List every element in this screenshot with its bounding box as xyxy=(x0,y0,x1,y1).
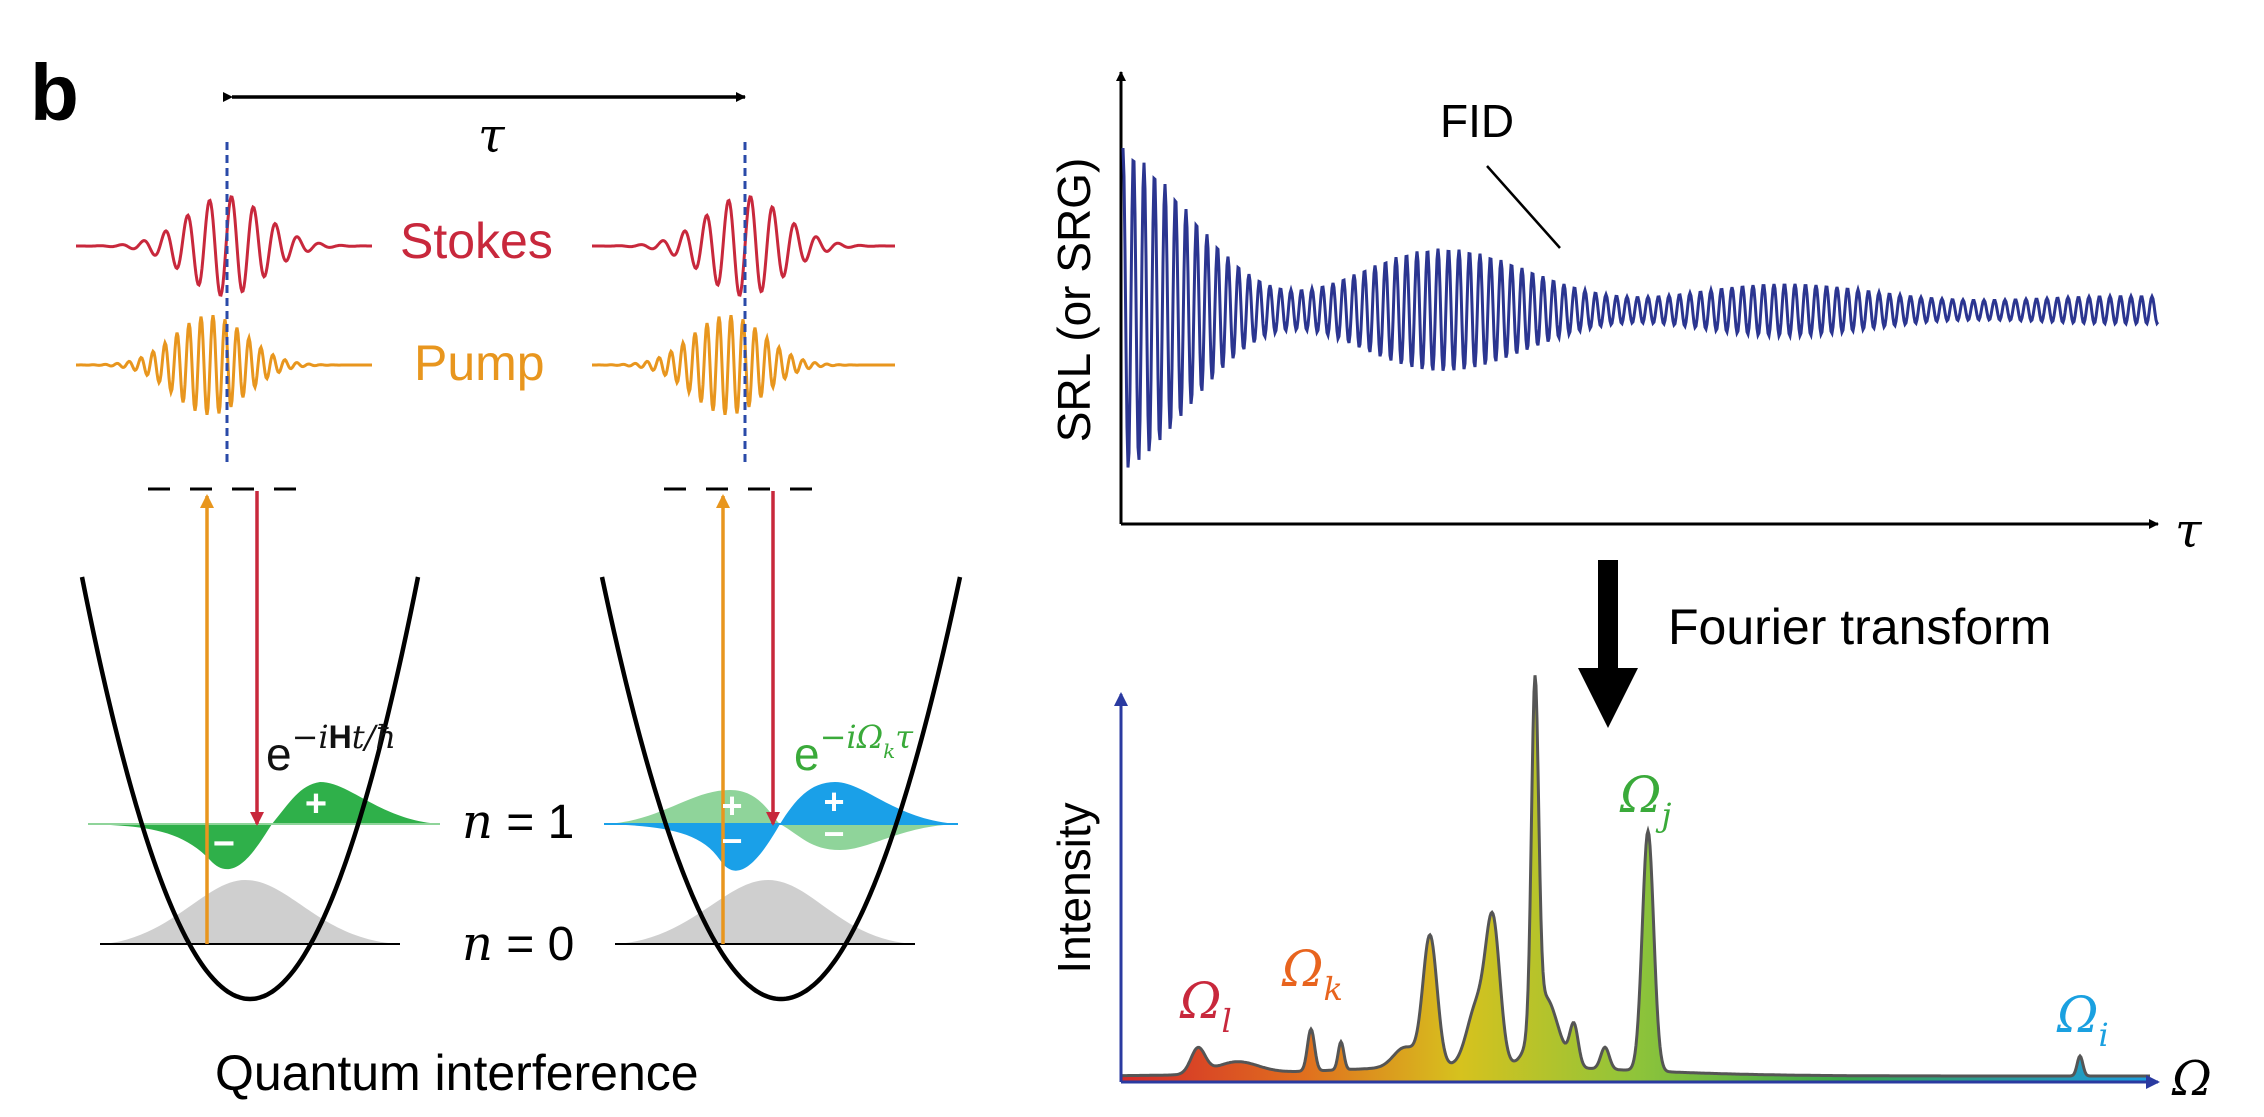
spectrum-y-axis-label: Intensity xyxy=(1048,802,1100,973)
excited-wavefunction-right-blue-neg xyxy=(604,824,780,871)
peak-label-j: Ωj xyxy=(1619,766,1671,834)
peak-label-l: Ωl xyxy=(1179,972,1232,1040)
potential-well-left xyxy=(79,576,421,1002)
spectrum-fill xyxy=(1121,675,2150,1081)
fid-annotation-leader xyxy=(1486,165,1561,249)
pump-pulse-right xyxy=(592,314,895,416)
fid-y-axis-label: SRL (or SRG) xyxy=(1048,158,1100,443)
excited-wavefunction-right-blue-pos xyxy=(780,782,958,824)
fid-trace xyxy=(1121,147,2160,468)
sign-minus-left: − xyxy=(213,823,235,865)
sign-plus-left: + xyxy=(305,783,327,825)
fourier-transform-arrow xyxy=(1578,560,1638,728)
pump-pulse-left xyxy=(76,314,372,416)
level-n0-label: n = 0 xyxy=(462,916,574,972)
stokes-label: Stokes xyxy=(400,213,553,269)
stokes-pulse-left xyxy=(76,195,372,297)
peak-label-i: Ωi xyxy=(2056,986,2109,1054)
ground-state-wavefunction-left xyxy=(100,880,400,944)
ground-state-wavefunction-right xyxy=(615,880,915,944)
potential-well-right xyxy=(599,576,963,1002)
sign-minus-right-1: − xyxy=(721,820,742,861)
excited-wavefunction-right-lightgreen-pos xyxy=(604,790,780,824)
level-n1-label: n = 1 xyxy=(462,794,574,850)
sign-plus-right-1: + xyxy=(721,785,742,826)
delay-symbol: τ xyxy=(478,108,506,164)
time-evolution-operator: e−iHt/ħ xyxy=(266,718,396,780)
sign-minus-right-2: − xyxy=(823,813,844,854)
spectrum-x-axis-label: Ω xyxy=(2171,1051,2212,1107)
pump-label: Pump xyxy=(414,335,545,391)
fid-x-axis-label: τ xyxy=(2175,503,2203,559)
excited-wavefunction-left-positive xyxy=(272,782,440,824)
excited-wavefunction-right-lightgreen-neg xyxy=(780,824,958,850)
spectrum-line xyxy=(1121,675,2150,1078)
sign-plus-right-2: + xyxy=(823,781,844,822)
peak-label-k: Ωk xyxy=(1281,940,1343,1008)
left-caption: Quantum interference xyxy=(215,1045,699,1101)
fourier-transform-label: Fourier transform xyxy=(1668,599,2051,655)
phase-factor: e−iΩkτ xyxy=(794,718,914,780)
panel-label: b xyxy=(30,48,79,137)
fid-annotation: FID xyxy=(1440,95,1514,147)
excited-wavefunction-left-negative xyxy=(88,824,272,870)
